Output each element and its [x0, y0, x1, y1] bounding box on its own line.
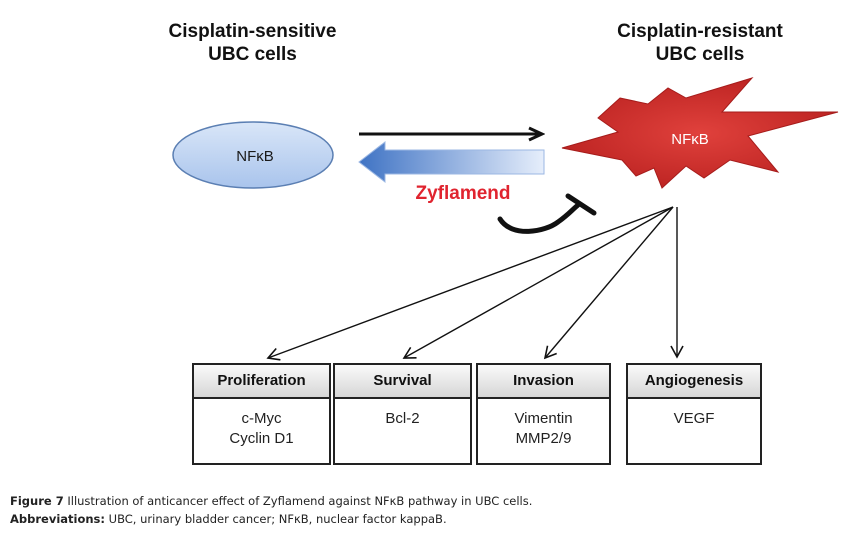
- figure-caption: Figure 7 Illustration of anticancer effe…: [10, 494, 532, 508]
- arrow-to-survival: [402, 206, 674, 359]
- title-line: Cisplatin-sensitive: [168, 21, 337, 42]
- outcome-body: Bcl-2: [335, 399, 470, 429]
- outcome-body: c-Myc Cyclin D1: [194, 399, 329, 449]
- arrow-to-invasion: [543, 206, 674, 360]
- resistant-nfkb-label: NFκB: [671, 131, 709, 148]
- marker-gene: c-Myc: [241, 410, 282, 427]
- sensitive-cells-title: Cisplatin-sensitive UBC cells: [150, 20, 355, 66]
- title-line: UBC cells: [655, 44, 745, 65]
- outcome-box-angiogenesis: Angiogenesis VEGF: [626, 363, 762, 465]
- marker-gene: Cyclin D1: [229, 430, 294, 447]
- title-line: Cisplatin-resistant: [617, 21, 783, 42]
- nfkb-starburst: [561, 77, 839, 189]
- outcome-box-survival: Survival Bcl-2: [333, 363, 472, 465]
- marker-gene: Bcl-2: [385, 410, 420, 427]
- sensitive-nfkb-label: NFκB: [236, 148, 274, 165]
- outcome-header: Proliferation: [194, 365, 329, 399]
- arrow-to-proliferation: [266, 206, 674, 361]
- inhibition-curve: [497, 202, 581, 234]
- outcome-header: Invasion: [478, 365, 609, 399]
- inhibition-bar: [565, 193, 597, 216]
- marker-gene: VEGF: [673, 410, 715, 427]
- outcome-header: Survival: [335, 365, 470, 399]
- outcome-body: VEGF: [628, 399, 760, 429]
- abbreviations-text: UBC, urinary bladder cancer; NFκB, nucle…: [105, 512, 447, 526]
- figure-label: Figure 7: [10, 494, 64, 508]
- marker-gene: MMP2/9: [515, 430, 572, 447]
- outcome-box-invasion: Invasion Vimentin MMP2/9: [476, 363, 611, 465]
- abbreviations: Abbreviations: UBC, urinary bladder canc…: [10, 512, 447, 526]
- figure-text: Illustration of anticancer effect of Zyf…: [63, 494, 533, 508]
- abbreviations-label: Abbreviations:: [10, 512, 106, 526]
- outcome-body: Vimentin MMP2/9: [478, 399, 609, 449]
- outcome-header: Angiogenesis: [628, 365, 760, 399]
- zyflamend-label: Zyflamend: [415, 183, 511, 204]
- reverse-block-arrow: [358, 140, 545, 184]
- outcome-box-proliferation: Proliferation c-Myc Cyclin D1: [192, 363, 331, 465]
- nfkb-ellipse: [172, 121, 334, 189]
- resistant-cells-title: Cisplatin-resistant UBC cells: [595, 20, 805, 66]
- title-line: UBC cells: [208, 44, 297, 65]
- marker-gene: Vimentin: [514, 410, 573, 427]
